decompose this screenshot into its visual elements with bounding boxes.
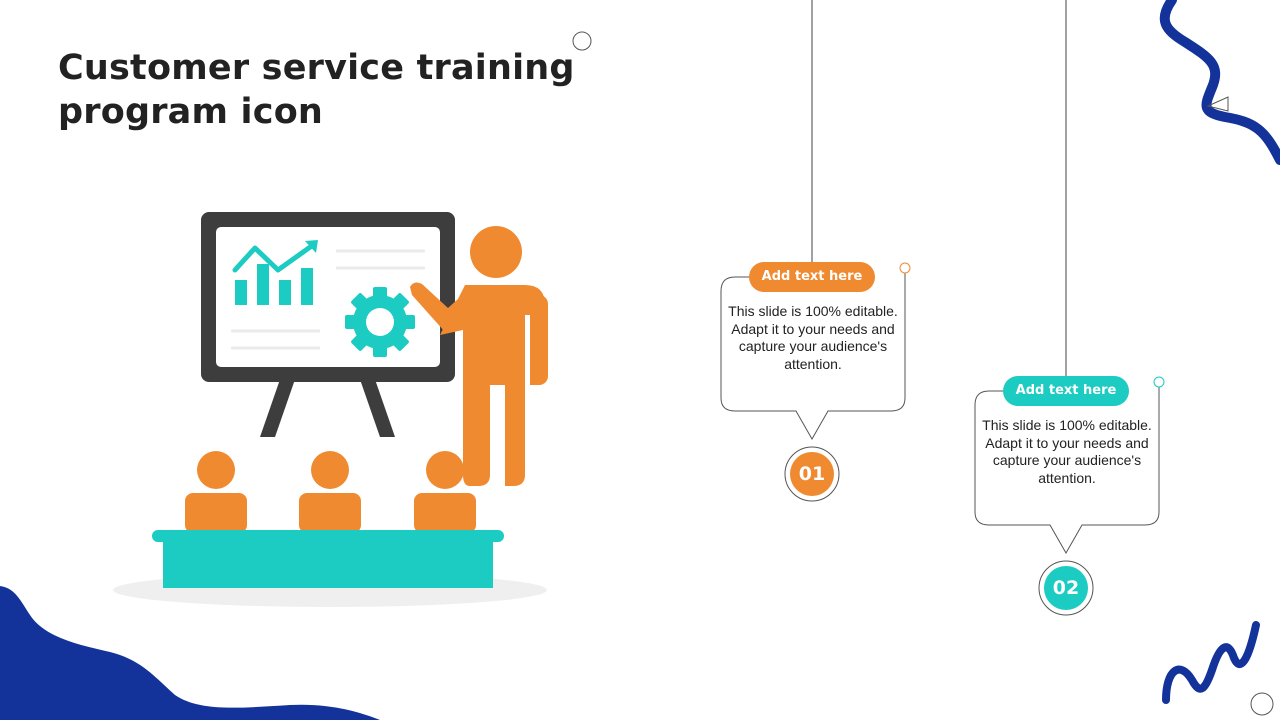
speech-bubble-outline [974, 387, 1160, 555]
speech-bubble-outline [720, 273, 906, 441]
trainer-figure [410, 226, 548, 486]
board-leg-left [260, 365, 300, 437]
step-number-1: 01 [790, 452, 834, 496]
triangle-outline-icon [1206, 96, 1229, 112]
page-title: Customer service training program icon [58, 48, 575, 132]
circle-outline-icon [1250, 692, 1274, 716]
step-number-2: 02 [1044, 566, 1088, 610]
circle-outline-icon [1153, 376, 1165, 388]
circle-outline-icon [572, 31, 592, 51]
bar-chart-icon [235, 264, 313, 305]
number-ring [1038, 560, 1094, 616]
navy-blob-shape [0, 586, 380, 720]
gear-icon [345, 287, 415, 357]
callout-body-2[interactable]: This slide is 100% editable. Adapt it to… [982, 417, 1152, 486]
desk-shape [152, 530, 504, 588]
callout-heading-2[interactable]: Add text here [1003, 376, 1129, 406]
number-ring [784, 446, 840, 502]
presentation-trainer-illustration [113, 212, 548, 607]
trend-arrow-icon [232, 242, 316, 273]
board-leg-right [355, 365, 395, 437]
audience-figures [185, 451, 476, 533]
callout-heading-1[interactable]: Add text here [749, 262, 875, 292]
circle-outline-icon [899, 262, 911, 274]
navy-zigzag-line [1162, 621, 1260, 704]
callout-body-1[interactable]: This slide is 100% editable. Adapt it to… [728, 303, 898, 372]
navy-wave-line [1159, 0, 1280, 165]
